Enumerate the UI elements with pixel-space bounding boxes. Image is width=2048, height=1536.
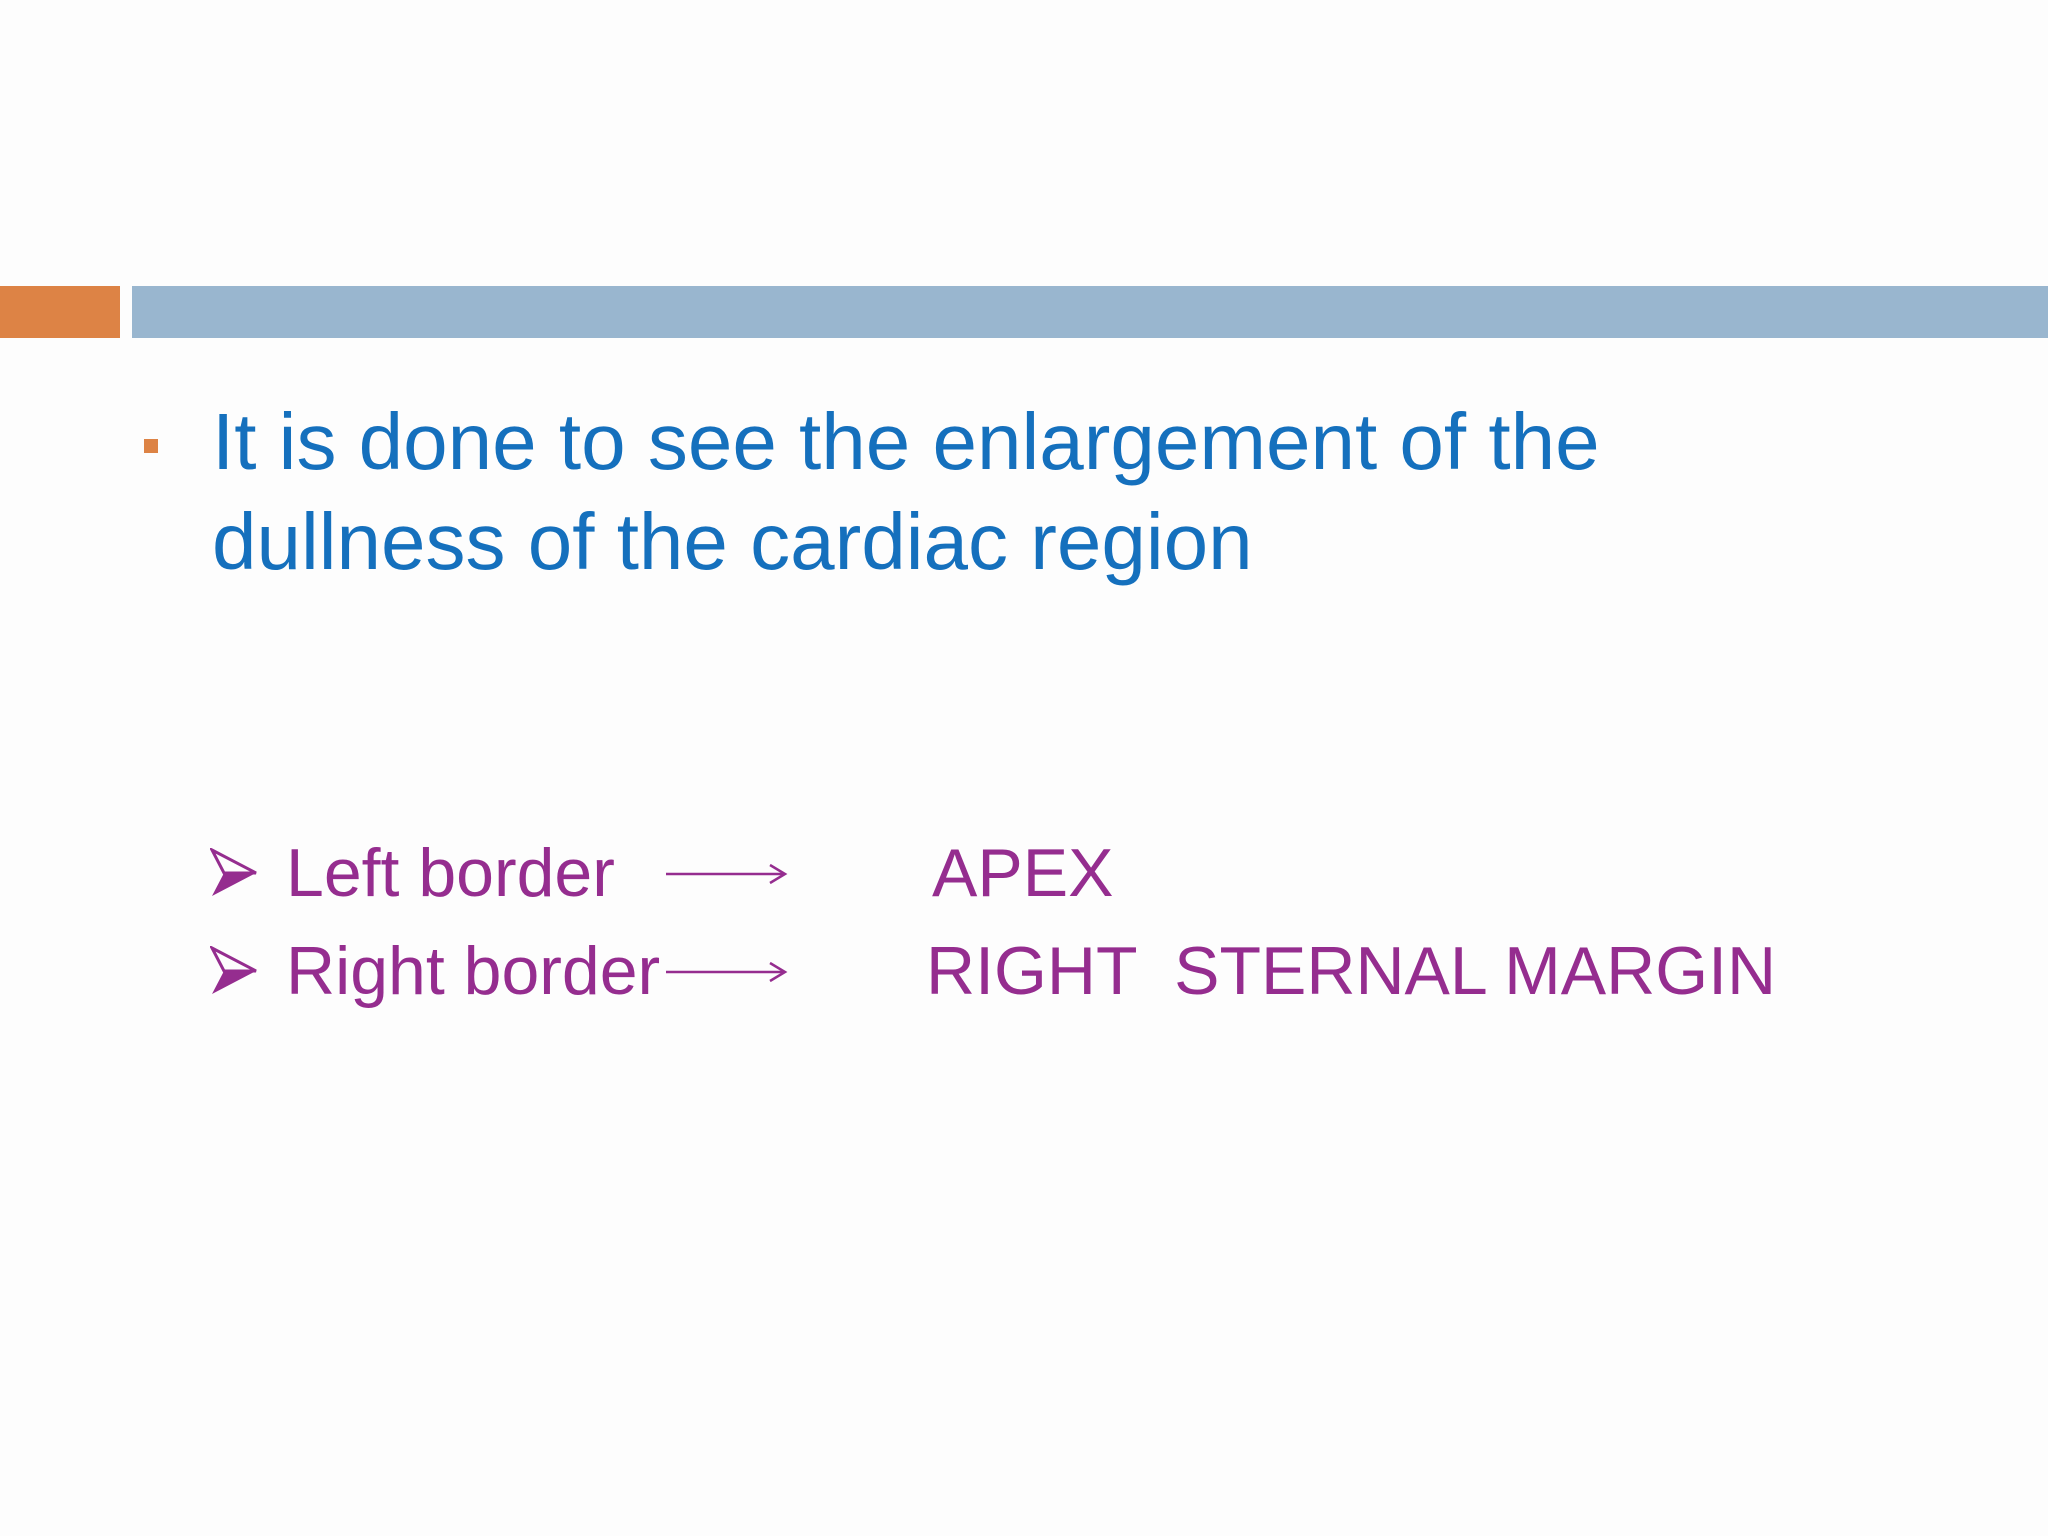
square-bullet-icon: [144, 439, 158, 453]
list-item-right-border: Right border RIGHT STERNAL MARGIN: [210, 926, 2010, 1016]
arrowhead-bullet-icon: [210, 946, 257, 994]
long-right-arrow-icon: [666, 863, 788, 885]
header-accent-orange: [0, 286, 120, 338]
main-bullet-text: It is done to see the enlargement of the…: [212, 397, 1600, 586]
right-border-label: Right border: [286, 933, 661, 1009]
arrowhead-bullet-icon: [210, 848, 257, 896]
right-border-value: RIGHT STERNAL MARGIN: [926, 933, 1777, 1009]
list-item-left-border: Left border APEX: [210, 828, 2010, 918]
left-border-label: Left border: [286, 835, 615, 911]
left-border-value: APEX: [932, 835, 1114, 911]
header-accent-blue: [132, 286, 2048, 338]
long-right-arrow-icon: [666, 961, 788, 983]
